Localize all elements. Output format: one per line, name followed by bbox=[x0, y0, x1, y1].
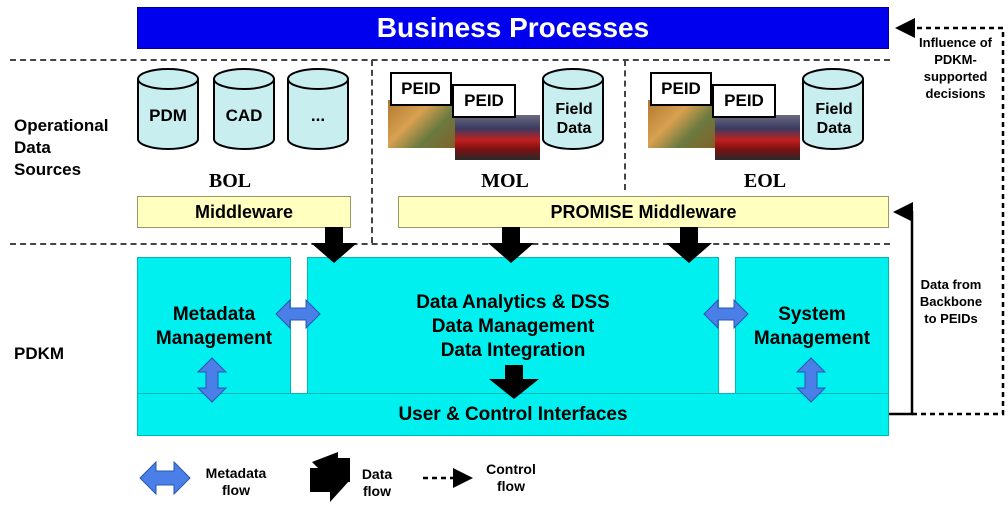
data-flow-arrow-eol bbox=[666, 227, 712, 263]
cad-database-icon bbox=[213, 68, 275, 150]
cad-label: CAD bbox=[226, 106, 263, 125]
influence-label: Influence of PDKM- supported decisions bbox=[919, 35, 992, 101]
promise-middleware-box: PROMISE Middleware bbox=[398, 196, 889, 228]
control-flow-line bbox=[895, 18, 1005, 416]
bol-middleware-box: Middleware bbox=[137, 196, 351, 228]
more-label: ... bbox=[311, 106, 325, 125]
eol-peid-tag-1: PEID bbox=[650, 72, 712, 106]
legend-metadata-arrow-icon bbox=[139, 460, 191, 496]
metadata-flow-arrow-left bbox=[275, 298, 321, 330]
mol-peid-tag-1: PEID bbox=[390, 72, 452, 106]
middle-divider bbox=[10, 243, 890, 245]
bol-mol-divider bbox=[371, 60, 373, 243]
bol-label: BOL bbox=[208, 170, 252, 192]
operational-data-sources-label: Operational Data Sources bbox=[14, 116, 109, 179]
business-processes-title: Business Processes bbox=[376, 12, 650, 43]
legend-metadata-label: Metadata flow bbox=[205, 465, 267, 498]
legend-control-label: Control flow bbox=[486, 461, 536, 494]
promise-middleware-label: PROMISE Middleware bbox=[550, 201, 737, 222]
metadata-flow-arrow-right bbox=[703, 298, 749, 330]
user-control-interfaces-box: User & Control Interfaces bbox=[137, 393, 889, 436]
eol-field-data-icon bbox=[802, 68, 864, 150]
eol-label: EOL bbox=[743, 170, 787, 192]
pdm-database-icon bbox=[137, 68, 199, 150]
backbone-feedback-line bbox=[889, 202, 914, 416]
mol-peid-tag-2: PEID bbox=[452, 84, 516, 118]
eol-peid-tag-2: PEID bbox=[712, 84, 776, 118]
mol-train-photo bbox=[455, 115, 540, 160]
metadata-flow-arrow-vertical-left bbox=[196, 357, 228, 403]
pdkm-layer-label: PDKM bbox=[14, 344, 65, 363]
data-flow-arrow-bol bbox=[311, 227, 357, 263]
bol-sources: PDM CAD ... bbox=[137, 68, 349, 150]
backbone-label: Data from Backbone to PEIDs bbox=[919, 277, 983, 326]
pdm-label: PDM bbox=[149, 106, 187, 125]
other-database-icon bbox=[287, 68, 349, 150]
mol-label: MOL bbox=[481, 170, 529, 192]
bol-middleware-label: Middleware bbox=[194, 201, 294, 222]
metadata-flow-arrow-vertical-right bbox=[795, 357, 827, 403]
data-flow-arrow-core-to-ui bbox=[489, 365, 539, 399]
mol-field-data-icon bbox=[542, 68, 604, 150]
top-divider bbox=[10, 59, 890, 61]
eol-field-data-label: Field Data bbox=[815, 101, 853, 137]
data-flow-arrow-mol bbox=[488, 227, 534, 263]
eol-train-photo bbox=[715, 115, 800, 160]
legend-data-label: Data flow bbox=[361, 466, 393, 499]
user-control-interfaces-label: User & Control Interfaces bbox=[398, 403, 628, 425]
mol-eol-divider bbox=[624, 60, 626, 190]
mol-field-data-label: Field Data bbox=[555, 101, 593, 137]
legend-data-arrow-icon bbox=[310, 452, 350, 502]
business-processes-bar: Business Processes bbox=[137, 7, 889, 49]
